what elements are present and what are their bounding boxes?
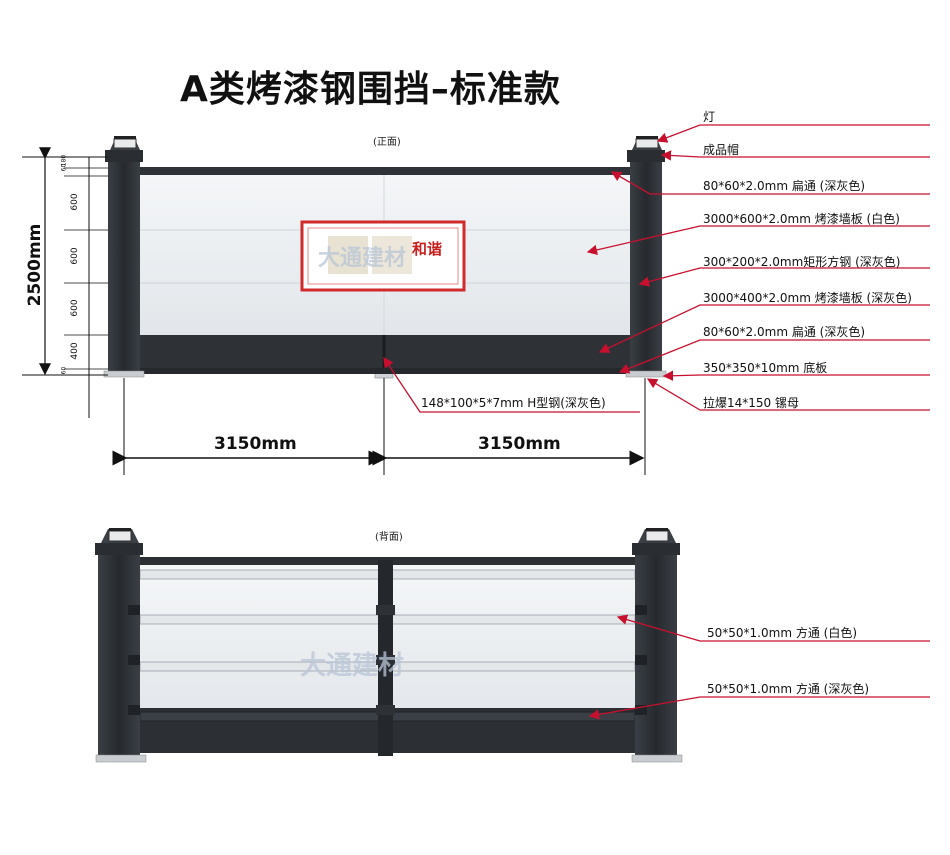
front-top-rail <box>135 167 635 175</box>
back-left-post <box>98 553 140 755</box>
diagram-title: A类烤漆钢围挡–标准款 <box>180 69 561 110</box>
label-base-plate: 350*350*10mm 底板 <box>703 361 828 375</box>
front-view-caption: (正面) <box>373 137 401 148</box>
segment-600-b: 600 <box>70 247 80 265</box>
width-left-label: 3150mm <box>214 434 297 454</box>
label-flat-tube-top: 80*60*2.0mm 扁通 (深灰色) <box>703 179 865 193</box>
segment-60-bottom: 60 <box>60 366 68 375</box>
front-right-post <box>630 160 662 372</box>
front-left-post <box>108 160 140 372</box>
label-flat-tube-bottom: 80*60*2.0mm 扁通 (深灰色) <box>703 325 865 339</box>
segment-600-a: 600 <box>70 193 80 211</box>
front-fence <box>103 136 667 379</box>
height-label: 2500mm <box>25 223 45 307</box>
watermark-front: 大通建材 <box>318 246 407 271</box>
label-white-panel: 3000*600*2.0mm 烤漆墙板 (白色) <box>703 212 900 226</box>
label-rect-steel: 300*200*2.0mm矩形方钢 (深灰色) <box>703 255 901 269</box>
back-right-post <box>635 553 677 755</box>
back-fence <box>95 528 683 763</box>
watermark-back: 大通建材 <box>300 651 405 681</box>
front-leaders <box>383 124 930 413</box>
back-view-caption: (背面) <box>375 532 403 543</box>
label-white-square-tube: 50*50*1.0mm 方通 (白色) <box>707 626 857 640</box>
sign-text: 和谐 <box>412 240 443 258</box>
label-cap: 成品帽 <box>703 143 740 157</box>
width-dimension <box>112 378 646 475</box>
back-leaders <box>588 614 930 720</box>
label-anchor-bolt: 拉爆14*150 镙母 <box>703 396 799 410</box>
height-dimension <box>22 147 108 418</box>
width-right-label: 3150mm <box>478 434 561 454</box>
segment-600-c: 600 <box>70 299 80 317</box>
segment-180: 180 <box>60 154 68 167</box>
segment-400: 400 <box>70 342 80 360</box>
label-dark-panel: 3000*400*2.0mm 烤漆墙板 (深灰色) <box>703 291 912 305</box>
label-lamp: 灯 <box>703 110 716 124</box>
label-h-beam: 148*100*5*7mm H型钢(深灰色) <box>421 396 606 410</box>
label-dark-square-tube: 50*50*1.0mm 方通 (深灰色) <box>707 682 869 696</box>
